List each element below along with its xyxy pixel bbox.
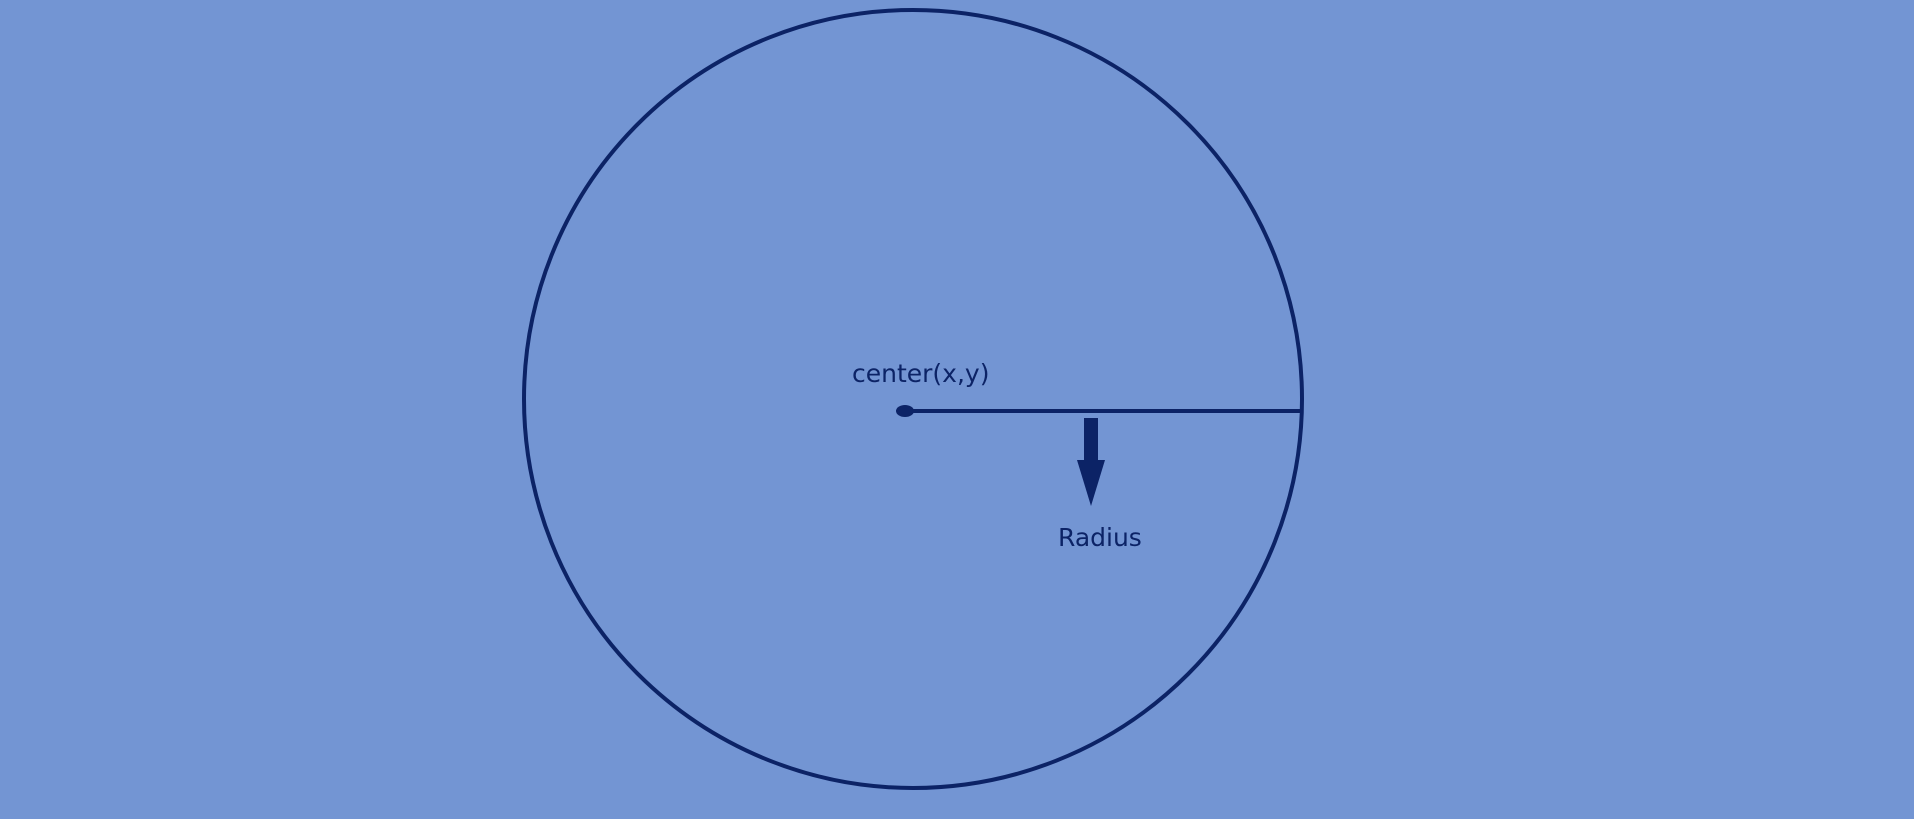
circle-outline [522, 8, 1304, 790]
center-point [896, 405, 914, 417]
radius-label: Radius [1058, 523, 1142, 552]
radius-arrow-icon [1077, 418, 1105, 506]
center-label: center(x,y) [852, 359, 989, 388]
